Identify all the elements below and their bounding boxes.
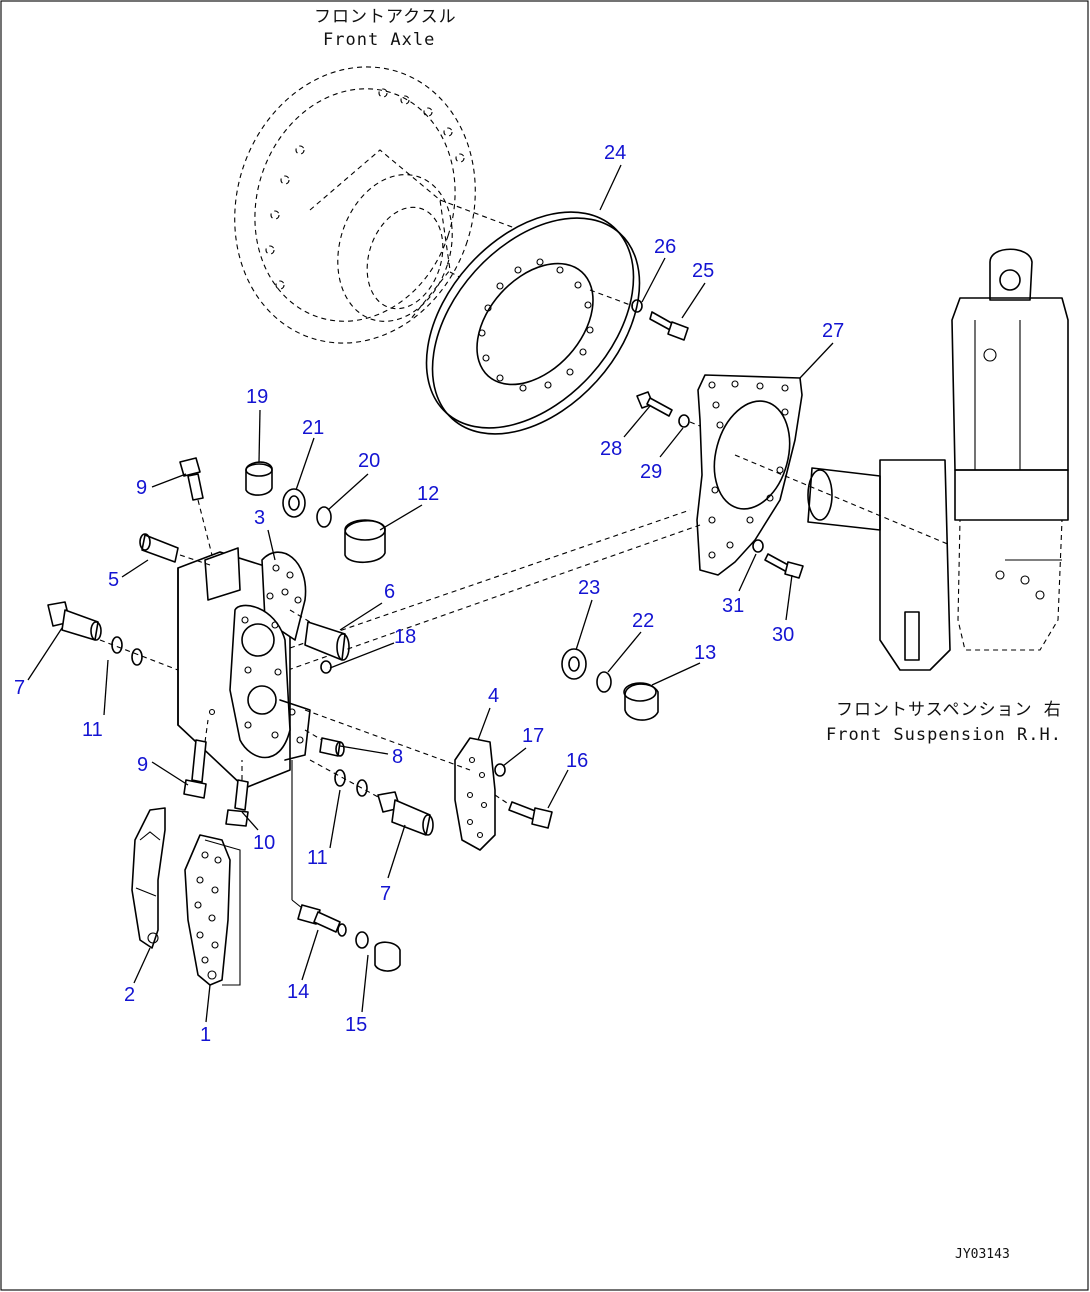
brake-pad-2 (131, 807, 166, 949)
label-part-2: 2 (124, 984, 135, 1006)
caption-front-axle-jp: フロントアクスル (314, 7, 457, 27)
label-part-18: 18 (394, 626, 416, 648)
bolt-28 (636, 391, 673, 417)
label-part-20: 20 (358, 450, 380, 472)
seal-21 (282, 488, 306, 518)
seal-11-upper-b (131, 648, 143, 666)
plug-8 (319, 737, 345, 757)
ring-22 (596, 671, 612, 693)
caption-front-axle-en: Front Axle (323, 30, 435, 50)
piston-13 (623, 682, 659, 721)
brake-pad-1 (184, 834, 231, 986)
part-number-labels: 1 2 3 4 5 6 7 7 8 9 9 10 11 11 12 13 14 … (14, 142, 844, 1046)
bolt-25 (649, 311, 689, 341)
label-part-7-upper: 7 (14, 677, 25, 699)
label-part-25: 25 (692, 260, 714, 282)
washer-29 (678, 414, 690, 428)
label-part-12: 12 (417, 483, 439, 505)
label-part-27: 27 (822, 320, 844, 342)
pad-guide-line (204, 839, 241, 986)
assembly-line-2 (287, 524, 701, 671)
label-part-22: 22 (632, 610, 654, 632)
label-part-24: 24 (604, 142, 626, 164)
label-part-21: 21 (302, 417, 324, 439)
label-part-17: 17 (522, 725, 544, 747)
pin-7-upper (47, 601, 102, 641)
ring-20 (316, 506, 332, 528)
seal-23 (561, 648, 587, 680)
cap-15 (374, 941, 401, 972)
label-part-15: 15 (345, 1014, 367, 1036)
label-part-10: 10 (253, 832, 275, 854)
mounting-bracket (696, 374, 803, 576)
bolt-10 (225, 779, 249, 827)
bleeder-14 (297, 904, 347, 937)
seal-11-lower-a (334, 769, 346, 787)
label-part-26: 26 (654, 236, 676, 258)
label-part-11-lower: 11 (307, 847, 328, 869)
label-part-3: 3 (254, 507, 265, 529)
brake-plate-4 (454, 737, 496, 851)
label-part-14: 14 (287, 981, 309, 1003)
washer-17 (494, 763, 506, 777)
front-suspension-phantom (807, 248, 1069, 671)
washer-26 (631, 299, 643, 313)
caliper-housing (177, 547, 311, 789)
leader-lines (27, 164, 834, 1023)
label-part-9-lower: 9 (137, 754, 148, 776)
label-part-19: 19 (246, 386, 268, 408)
bolt-9-lower (183, 739, 207, 799)
assembly-line-1 (289, 509, 691, 649)
seal-11-upper-a (111, 636, 123, 654)
label-part-29: 29 (640, 461, 662, 483)
brake-disc (425, 211, 641, 435)
piston-12 (344, 519, 386, 564)
label-part-9-upper: 9 (136, 477, 147, 499)
label-part-7-lower: 7 (380, 883, 391, 905)
pin-6 (304, 621, 350, 661)
cap-19 (245, 461, 273, 496)
bolt-9-upper (179, 457, 204, 501)
caption-front-suspension-jp: フロントサスペンション 右 (836, 700, 1062, 720)
nut-18 (320, 660, 332, 674)
caption-front-suspension-en: Front Suspension R.H. (826, 725, 1062, 745)
pin-5 (139, 533, 179, 563)
label-part-4: 4 (488, 685, 499, 707)
label-part-11-upper: 11 (82, 719, 103, 741)
label-part-5: 5 (108, 569, 119, 591)
front-axle-phantom (234, 66, 521, 344)
label-part-16: 16 (566, 750, 588, 772)
label-part-30: 30 (772, 624, 794, 646)
drawing-id: JY03143 (955, 1247, 1010, 1262)
label-part-6: 6 (384, 581, 395, 603)
label-part-1: 1 (200, 1024, 211, 1046)
seal-11-lower-b (356, 779, 368, 797)
washer-15 (355, 931, 369, 949)
label-part-23: 23 (578, 577, 600, 599)
bolt-30 (764, 553, 804, 579)
label-part-28: 28 (600, 438, 622, 460)
label-part-8: 8 (392, 746, 403, 768)
bolt-16 (508, 801, 553, 829)
label-part-13: 13 (694, 642, 716, 664)
washer-31 (752, 539, 764, 553)
centre-line (734, 454, 951, 546)
pin-7-lower (377, 791, 434, 836)
label-part-31: 31 (722, 595, 744, 617)
